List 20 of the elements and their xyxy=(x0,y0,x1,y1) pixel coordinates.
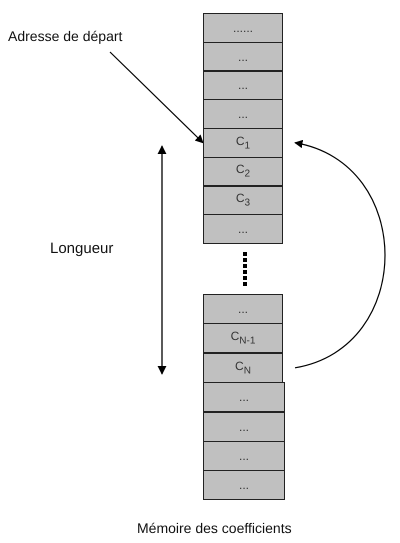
memory-cell: ...... xyxy=(203,13,283,42)
leader-arrow xyxy=(110,52,204,144)
memory-cell: ... xyxy=(203,99,283,129)
memory-cell: ... xyxy=(203,294,283,324)
memory-cell: C$_{N}$ xyxy=(203,352,283,383)
memory-cell: C$_{N-1}$ xyxy=(203,323,283,354)
pointer-label: Adresse de départ xyxy=(8,28,122,44)
memory-cell: ... xyxy=(203,470,285,500)
memory-cell: C$_{2}$ xyxy=(203,156,283,186)
memory-cell: ... xyxy=(203,441,285,471)
caption: Mémoire des coefficients xyxy=(137,520,292,536)
length-label: Longueur xyxy=(50,240,114,257)
memory-cell: ... xyxy=(203,214,283,244)
memory-cell: ... xyxy=(203,70,283,100)
curved-arrow xyxy=(294,140,386,368)
memory-cell: ... xyxy=(203,382,285,412)
memory-cell: ... xyxy=(203,412,285,442)
memory-cell: C$_{3}$ xyxy=(203,186,283,215)
memory-cell: ... xyxy=(203,42,283,72)
memory-cell: C$_{1}$ xyxy=(203,128,283,158)
